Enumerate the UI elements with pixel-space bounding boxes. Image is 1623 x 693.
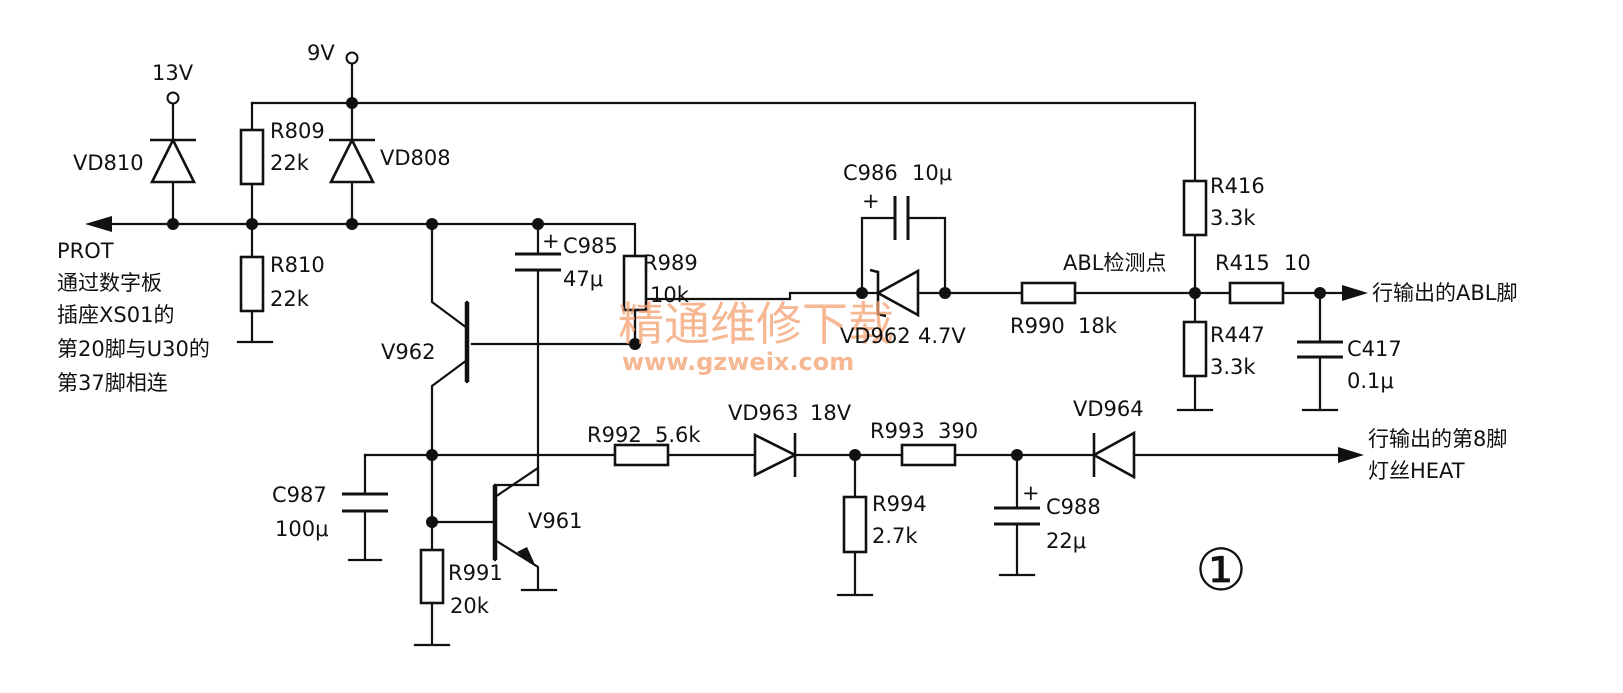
- label-c987-ref: C987: [272, 483, 327, 507]
- junctions: [167, 97, 1326, 528]
- label-vd964: VD964: [1073, 397, 1144, 421]
- label-c417-val: 0.1μ: [1347, 369, 1394, 393]
- label-abl-point: ABL检测点: [1063, 251, 1166, 275]
- r993-body: [900, 443, 957, 467]
- heat-output-arrow: [1338, 447, 1364, 463]
- label-c985-ref: C985: [563, 234, 618, 258]
- label-c417-ref: C417: [1347, 337, 1402, 361]
- label-vd808: VD808: [380, 146, 451, 170]
- label-13v: 13V: [152, 61, 194, 85]
- watermark-title: 精通维修下载: [618, 297, 894, 351]
- resistors: [239, 128, 1285, 605]
- label-heat-output-2: 灯丝HEAT: [1368, 459, 1465, 483]
- transistors: [464, 302, 498, 560]
- label-r416-ref: R416: [1210, 174, 1265, 198]
- terminal-13v: [166, 91, 180, 105]
- label-v961: V961: [528, 509, 582, 533]
- label-r991-ref: R991: [448, 561, 503, 585]
- c417-plates: [1297, 340, 1343, 359]
- r809-body: [239, 128, 265, 186]
- r447-body: [1182, 320, 1208, 378]
- label-vd962-val: 4.7V: [918, 324, 966, 348]
- vd963-symbol: [753, 432, 798, 478]
- label-r993-ref: R993: [870, 419, 925, 443]
- label-r810-ref: R810: [270, 253, 325, 277]
- label-r809-val: 22k: [270, 151, 310, 175]
- label-prot-3: 插座XS01的: [57, 303, 174, 327]
- label-r416-val: 3.3k: [1210, 206, 1256, 230]
- c985-plates: [515, 252, 561, 272]
- label-r415-ref: R415: [1215, 251, 1270, 275]
- label-r994-ref: R994: [872, 492, 927, 516]
- label-r991-val: 20k: [450, 594, 490, 618]
- label-r810-val: 22k: [270, 287, 310, 311]
- label-vd963-val: 18V: [810, 401, 852, 425]
- label-r989-val: 10k: [650, 283, 690, 307]
- label-c985-val: 47μ: [563, 267, 603, 291]
- vd964-symbol: [1091, 430, 1136, 480]
- vd962-symbol: [869, 268, 920, 318]
- label-prot-5: 第37脚相连: [57, 371, 168, 395]
- label-r447-val: 3.3k: [1210, 355, 1256, 379]
- label-heat-output-1: 行输出的第8脚: [1368, 427, 1507, 451]
- r989-body: [622, 254, 648, 312]
- arrows: [85, 216, 1368, 567]
- c986-plus: +: [862, 189, 880, 213]
- r990-body: [1020, 281, 1077, 305]
- r994-body: [842, 495, 868, 554]
- c988-plates: [994, 506, 1040, 526]
- c986-plates: [893, 196, 910, 240]
- labels: 13V 9V VD810 VD808 R809 22k R810 22k C98…: [57, 41, 1517, 618]
- label-c986-val: 10μ: [912, 161, 952, 185]
- label-v962: V962: [381, 340, 435, 364]
- r991-body: [419, 548, 445, 605]
- watermark-url: www.gzweix.com: [622, 348, 854, 376]
- label-r994-val: 2.7k: [872, 524, 918, 548]
- label-prot-4: 第20脚与U30的: [57, 337, 210, 361]
- vd808-symbol: [328, 137, 376, 184]
- c988-plus: +: [1022, 481, 1040, 505]
- label-r415-val: 10: [1284, 251, 1311, 275]
- label-prot-1: PROT: [57, 239, 114, 263]
- terminal-9v: [345, 51, 359, 65]
- label-c986-ref: C986: [843, 161, 898, 185]
- vd810-symbol: [149, 137, 197, 184]
- label-abl-output: 行输出的ABL脚: [1372, 281, 1517, 305]
- label-r990-ref: R990: [1010, 314, 1065, 338]
- label-r992-ref: R992: [587, 423, 642, 447]
- diodes: [149, 137, 1136, 480]
- r415-body: [1228, 281, 1285, 305]
- label-vd963-ref: VD963: [728, 401, 799, 425]
- label-c988-val: 22μ: [1046, 529, 1086, 553]
- c985-plus: +: [542, 229, 560, 253]
- abl-output-arrow: [1342, 285, 1368, 301]
- label-c988-ref: C988: [1046, 495, 1101, 519]
- label-r989-ref: R989: [643, 251, 698, 275]
- label-r809-ref: R809: [270, 119, 325, 143]
- prot-arrow: [85, 216, 112, 232]
- capacitors: [342, 196, 1343, 526]
- label-vd810: VD810: [73, 151, 144, 175]
- label-vd962-ref: VD962: [840, 324, 911, 348]
- r416-body: [1182, 179, 1208, 237]
- label-r990-val: 18k: [1078, 314, 1118, 338]
- figure-number: ①: [1195, 536, 1247, 604]
- label-r993-val: 390: [938, 419, 978, 443]
- r810-body: [239, 255, 265, 313]
- r992-body: [613, 443, 670, 467]
- label-prot-2: 通过数字板: [57, 271, 162, 295]
- label-c987-val: 100μ: [275, 517, 328, 541]
- c987-plates: [342, 492, 388, 513]
- label-9v: 9V: [307, 41, 335, 65]
- label-r447-ref: R447: [1210, 323, 1265, 347]
- label-r992-val: 5.6k: [655, 423, 701, 447]
- v961-emitter-arrow: [517, 547, 536, 567]
